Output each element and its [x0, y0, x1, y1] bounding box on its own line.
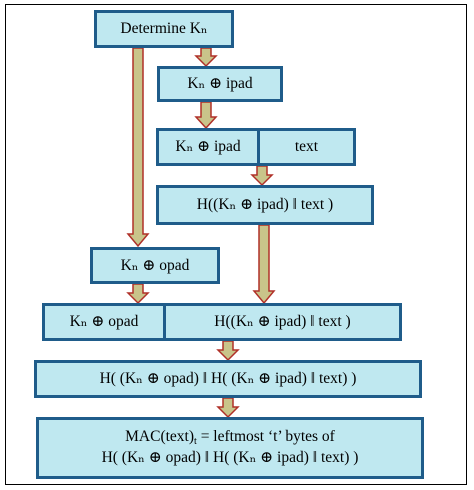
inner-hash-cell-label: H((Kₙ ⊕ ipad) ‖ text ) — [214, 313, 351, 331]
key-opad-hash-box: Kₙ ⊕ opad H((Kₙ ⊕ ipad) ‖ text ) — [42, 303, 402, 341]
key-xor-opad-label: Kₙ ⊕ opad — [120, 256, 190, 274]
arrow-concat-to-inner-hash — [250, 165, 274, 187]
arrow-inner-hash-to-concat — [252, 224, 276, 305]
determine-key-label: Determine Kₙ — [120, 20, 208, 38]
arrow-outer-hash-to-mac — [216, 397, 240, 419]
determine-key-box: Determine Kₙ — [94, 10, 234, 48]
arrow-concat-to-outer-hash — [216, 340, 240, 362]
key-xor-ipad-label: Kₙ ⊕ ipad — [187, 75, 253, 93]
text-cell-label: text — [294, 138, 319, 156]
mac-label: MAC(text) — [125, 428, 195, 446]
arrow-opad-to-concat — [126, 283, 150, 305]
inner-hash-box: H((Kₙ ⊕ ipad) ‖ text ) — [156, 185, 374, 225]
arrow-determine-to-ipad — [194, 47, 218, 68]
key-ipad-text-box: Kₙ ⊕ ipad text — [156, 128, 356, 166]
outer-hash-label: H( (Kₙ ⊕ opad) ‖ H( (Kₙ ⊕ ipad) ‖ text) … — [99, 370, 357, 388]
mac-result-box: MAC(text)t = leftmost ‘t’ bytes of H( (K… — [36, 417, 424, 479]
outer-hash-box: H( (Kₙ ⊕ opad) ‖ H( (Kₙ ⊕ ipad) ‖ text) … — [34, 360, 422, 398]
inner-hash-label: H((Kₙ ⊕ ipad) ‖ text ) — [196, 196, 334, 214]
inner-hash-cell: H((Kₙ ⊕ ipad) ‖ text ) — [166, 306, 399, 338]
key-opad-cell: Kₙ ⊕ opad — [45, 306, 166, 338]
text-cell: text — [260, 131, 353, 163]
arrow-determine-to-opad — [126, 47, 150, 248]
key-xor-opad-box: Kₙ ⊕ opad — [90, 247, 220, 284]
mac-definition: = leftmost ‘t’ bytes of — [196, 428, 335, 446]
key-xor-ipad-box: Kₙ ⊕ ipad — [157, 66, 283, 102]
diagram-frame — [5, 4, 467, 485]
key-opad-cell-label: Kₙ ⊕ opad — [69, 313, 139, 331]
mac-subscript: t — [194, 436, 197, 448]
key-ipad-cell-label: Kₙ ⊕ ipad — [175, 138, 241, 156]
key-ipad-cell: Kₙ ⊕ ipad — [159, 131, 260, 163]
mac-line-2: H( (Kₙ ⊕ opad) ‖ H( (Kₙ ⊕ ipad) ‖ text) … — [101, 449, 359, 466]
arrow-ipad-to-concat — [194, 101, 218, 130]
mac-line-1: MAC(text)t = leftmost ‘t’ bytes of — [125, 427, 335, 448]
